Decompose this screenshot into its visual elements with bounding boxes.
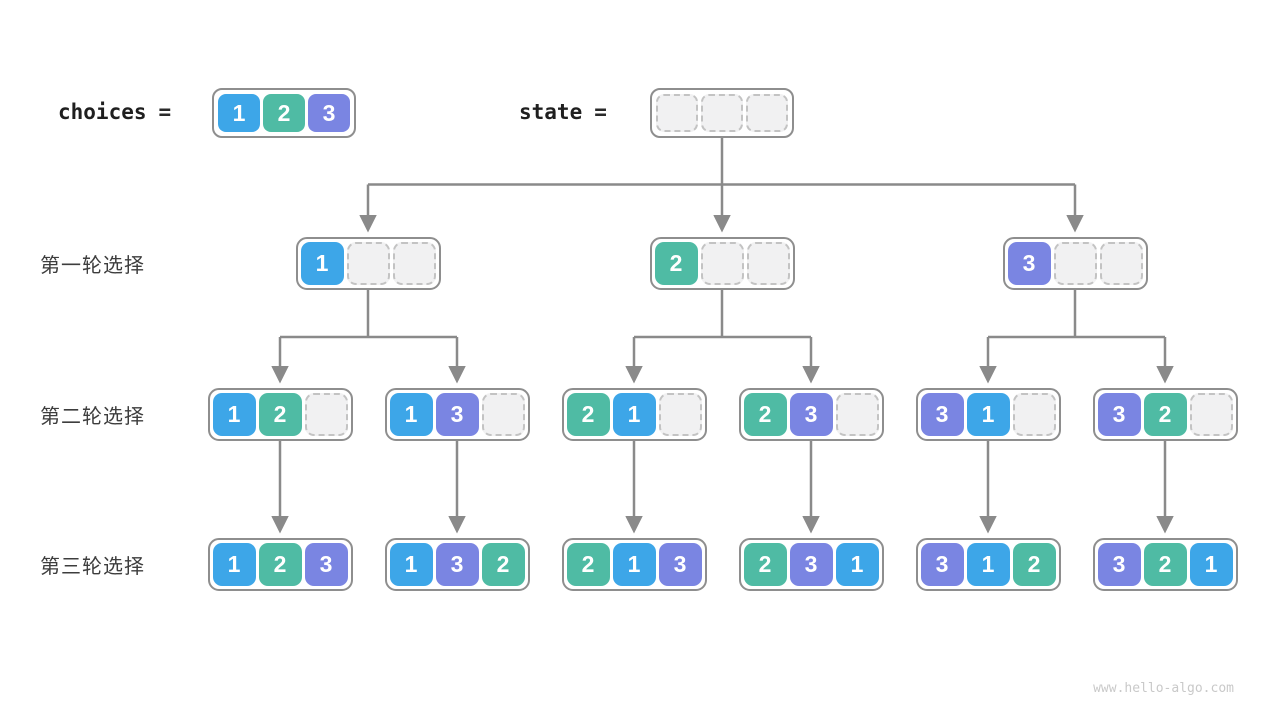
array-cell-3: 3 bbox=[304, 543, 348, 586]
round-2-label: 第二轮选择 bbox=[40, 405, 145, 428]
array-cell-1: 1 bbox=[966, 393, 1010, 436]
round-1-node-3: 3 bbox=[1002, 237, 1148, 290]
array-cell-3: 3 bbox=[1097, 393, 1141, 436]
array-cell-3: 3 bbox=[658, 543, 702, 586]
array-cell-2: 2 bbox=[654, 242, 698, 285]
array-cell-1: 1 bbox=[966, 543, 1010, 586]
empty-cell bbox=[700, 242, 744, 285]
array-cell-3: 3 bbox=[435, 393, 479, 436]
array-cell-2: 2 bbox=[1143, 393, 1187, 436]
array-cell-2: 2 bbox=[481, 543, 525, 586]
array-cell-1: 1 bbox=[218, 94, 260, 132]
empty-cell bbox=[1189, 393, 1233, 436]
choices-equation-label: choices = bbox=[58, 88, 171, 136]
website-watermark: www.hello-algo.com bbox=[1093, 681, 1234, 696]
array-cell-2: 2 bbox=[743, 543, 787, 586]
array-cell-1: 1 bbox=[212, 393, 256, 436]
array-cell-3: 3 bbox=[435, 543, 479, 586]
round-1-node-1: 1 bbox=[295, 237, 441, 290]
empty-cell bbox=[481, 393, 525, 436]
array-cell-1: 1 bbox=[389, 393, 433, 436]
array-cell-2: 2 bbox=[566, 393, 610, 436]
empty-cell bbox=[1099, 242, 1143, 285]
empty-cell bbox=[346, 242, 390, 285]
state-label: state bbox=[519, 100, 583, 124]
array-cell-1: 1 bbox=[212, 543, 256, 586]
array-cell-1: 1 bbox=[612, 543, 656, 586]
round-1-node-2: 2 bbox=[649, 237, 795, 290]
state-equation-label: state = bbox=[519, 88, 607, 136]
array-cell-1: 1 bbox=[300, 242, 344, 285]
empty-cell bbox=[304, 393, 348, 436]
array-cell-3: 3 bbox=[1097, 543, 1141, 586]
array-cell-2: 2 bbox=[263, 94, 305, 132]
empty-cell bbox=[1053, 242, 1097, 285]
array-cell-1: 1 bbox=[612, 393, 656, 436]
empty-cell bbox=[658, 393, 702, 436]
array-cell-3: 3 bbox=[789, 543, 833, 586]
array-cell-3: 3 bbox=[920, 543, 964, 586]
choices-label: choices bbox=[58, 100, 147, 124]
empty-cell bbox=[656, 94, 698, 132]
empty-cell bbox=[701, 94, 743, 132]
array-cell-2: 2 bbox=[566, 543, 610, 586]
array-cell-3: 3 bbox=[1007, 242, 1051, 285]
array-cell-1: 1 bbox=[1189, 543, 1233, 586]
empty-cell bbox=[746, 94, 788, 132]
round-3-label: 第三轮选择 bbox=[40, 555, 145, 578]
state-equals-sign: = bbox=[594, 100, 607, 124]
empty-cell bbox=[392, 242, 436, 285]
array-cell-2: 2 bbox=[258, 393, 302, 436]
empty-cell bbox=[835, 393, 879, 436]
array-cell-1: 1 bbox=[389, 543, 433, 586]
array-cell-3: 3 bbox=[308, 94, 350, 132]
state-array-node bbox=[650, 88, 794, 138]
empty-cell bbox=[746, 242, 790, 285]
array-cell-2: 2 bbox=[258, 543, 302, 586]
array-cell-2: 2 bbox=[743, 393, 787, 436]
round-1-label: 第一轮选择 bbox=[40, 254, 145, 277]
array-cell-3: 3 bbox=[789, 393, 833, 436]
array-cell-1: 1 bbox=[835, 543, 879, 586]
array-cell-3: 3 bbox=[920, 393, 964, 436]
empty-cell bbox=[1012, 393, 1056, 436]
array-cell-2: 2 bbox=[1143, 543, 1187, 586]
array-cell-2: 2 bbox=[1012, 543, 1056, 586]
choices-equals-sign: = bbox=[158, 100, 172, 124]
